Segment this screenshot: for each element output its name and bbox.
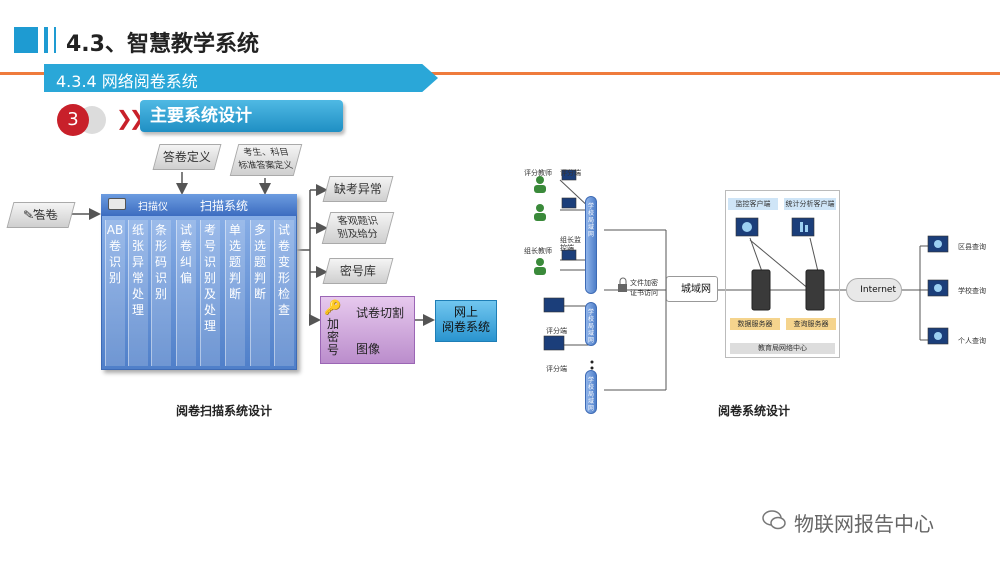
candidate-def-box: 考生、科目标准答案定义 xyxy=(229,144,303,176)
scan-column-label: 单选题判断 xyxy=(228,223,241,301)
query-label: 个人查询 xyxy=(958,337,986,345)
scan-column xyxy=(250,220,270,366)
edu-center-box xyxy=(725,190,840,358)
answer-def-box: 答卷定义 xyxy=(152,144,222,170)
scan-column-label: 考号识别及处理 xyxy=(203,223,216,333)
query-server-label: 查询服务器 xyxy=(786,318,836,330)
answer-sheet-label: 答卷 xyxy=(32,207,60,222)
online-line1: 网上 xyxy=(453,305,478,319)
objective-line1: 客观题识 xyxy=(336,216,380,227)
scan-column-label: 纸张异常处理 xyxy=(131,223,144,317)
header-accent-block xyxy=(14,27,38,53)
image-label: 图像 xyxy=(356,342,381,356)
internet-label: Internet xyxy=(846,278,902,302)
grading-end-label: 评分端 xyxy=(546,365,567,373)
scan-system-label: 扫描系统 xyxy=(200,199,249,213)
watermark: 物联网报告中心 xyxy=(794,512,934,536)
edu-center-label: 教育局网络中心 xyxy=(730,343,835,354)
absent-box: 缺考异常 xyxy=(322,176,394,202)
absent-label: 缺考异常 xyxy=(333,181,382,196)
header-accent-line xyxy=(54,27,56,53)
grading-teacher-label: 评分教师 xyxy=(524,169,552,177)
candidate-def-line1: 考生、科目 xyxy=(242,148,290,158)
scan-column xyxy=(176,220,196,366)
section-number-badge: 3 xyxy=(57,104,89,136)
scan-diagram-arrows xyxy=(72,172,435,326)
scan-diagram-caption: 阅卷扫描系统设计 xyxy=(176,404,273,418)
query-label: 学校查询 xyxy=(958,287,986,295)
query-label: 区县查询 xyxy=(958,243,986,251)
objective-box: 客观题识别及给分 xyxy=(321,212,395,244)
scan-column xyxy=(200,220,220,366)
scan-column-label: 试卷变形检查 xyxy=(277,223,290,317)
online-grading-box: 网上 阅卷系统 xyxy=(435,300,497,342)
secret-box: 密号库 xyxy=(322,258,394,284)
secret-label: 密号库 xyxy=(339,263,376,278)
scanner-icon xyxy=(108,198,126,210)
online-line2: 阅卷系统 xyxy=(441,320,490,334)
candidate-def-line2: 标准答案定义 xyxy=(237,161,295,171)
encrypt-line2: 证书访问 xyxy=(630,289,658,297)
scanner-label: 扫描仪 xyxy=(138,202,168,213)
db-server-label: 数据服务器 xyxy=(730,318,780,330)
school-lan-pipe: 学校局域网 xyxy=(585,302,597,346)
encrypt-label: 加密号 xyxy=(327,317,340,357)
cut-encrypt-box xyxy=(320,296,415,364)
scan-column xyxy=(128,220,148,366)
group-leader-label: 组长教师 xyxy=(524,247,552,255)
objective-line2: 别及给分 xyxy=(336,229,380,240)
scan-column-label: 多选题判断 xyxy=(253,223,266,301)
grading-end-label: 评分端 xyxy=(560,169,581,177)
monitor-client-label: 监控客户端 xyxy=(728,198,778,210)
school-lan-pipe: 学校局域网 xyxy=(585,196,597,294)
scan-column xyxy=(151,220,171,366)
subtitle: 4.3.4 网络阅卷系统 xyxy=(56,72,198,91)
scan-column xyxy=(105,220,125,366)
answer-sheet-box: ✎答卷 xyxy=(6,202,76,228)
header-accent-bar xyxy=(44,27,48,53)
page-title: 4.3、智慧教学系统 xyxy=(66,32,259,57)
stats-client-label: 统计分析客户端 xyxy=(784,198,836,210)
metro-network-label: 城域网 xyxy=(666,276,718,302)
scan-column-label: AB卷识别 xyxy=(106,223,124,285)
grading-end-label: 评分端 xyxy=(546,327,567,335)
monitor-end-label: 组长监控端 xyxy=(560,236,581,252)
divider-line xyxy=(0,72,1000,75)
scan-column xyxy=(225,220,245,366)
network-diagram-caption: 阅卷系统设计 xyxy=(718,404,791,418)
encrypt-line1: 文件加密 xyxy=(630,279,658,287)
section-title: 主要系统设计 xyxy=(140,100,343,132)
encrypt-label: 文件加密 证书访问 xyxy=(630,278,658,298)
cut-label: 试卷切割 xyxy=(356,306,405,320)
wechat-icon xyxy=(762,508,786,532)
scan-system-header xyxy=(101,194,297,216)
scan-column-label: 条形码识别 xyxy=(154,223,167,301)
scan-column xyxy=(274,220,294,366)
answer-def-label: 答卷定义 xyxy=(162,149,211,164)
school-lan-pipe: 学校局域网 xyxy=(585,370,597,414)
subtitle-banner xyxy=(44,64,438,92)
scan-column-label: 试卷纠偏 xyxy=(179,223,192,285)
key-icon: 🔑 xyxy=(324,300,342,316)
